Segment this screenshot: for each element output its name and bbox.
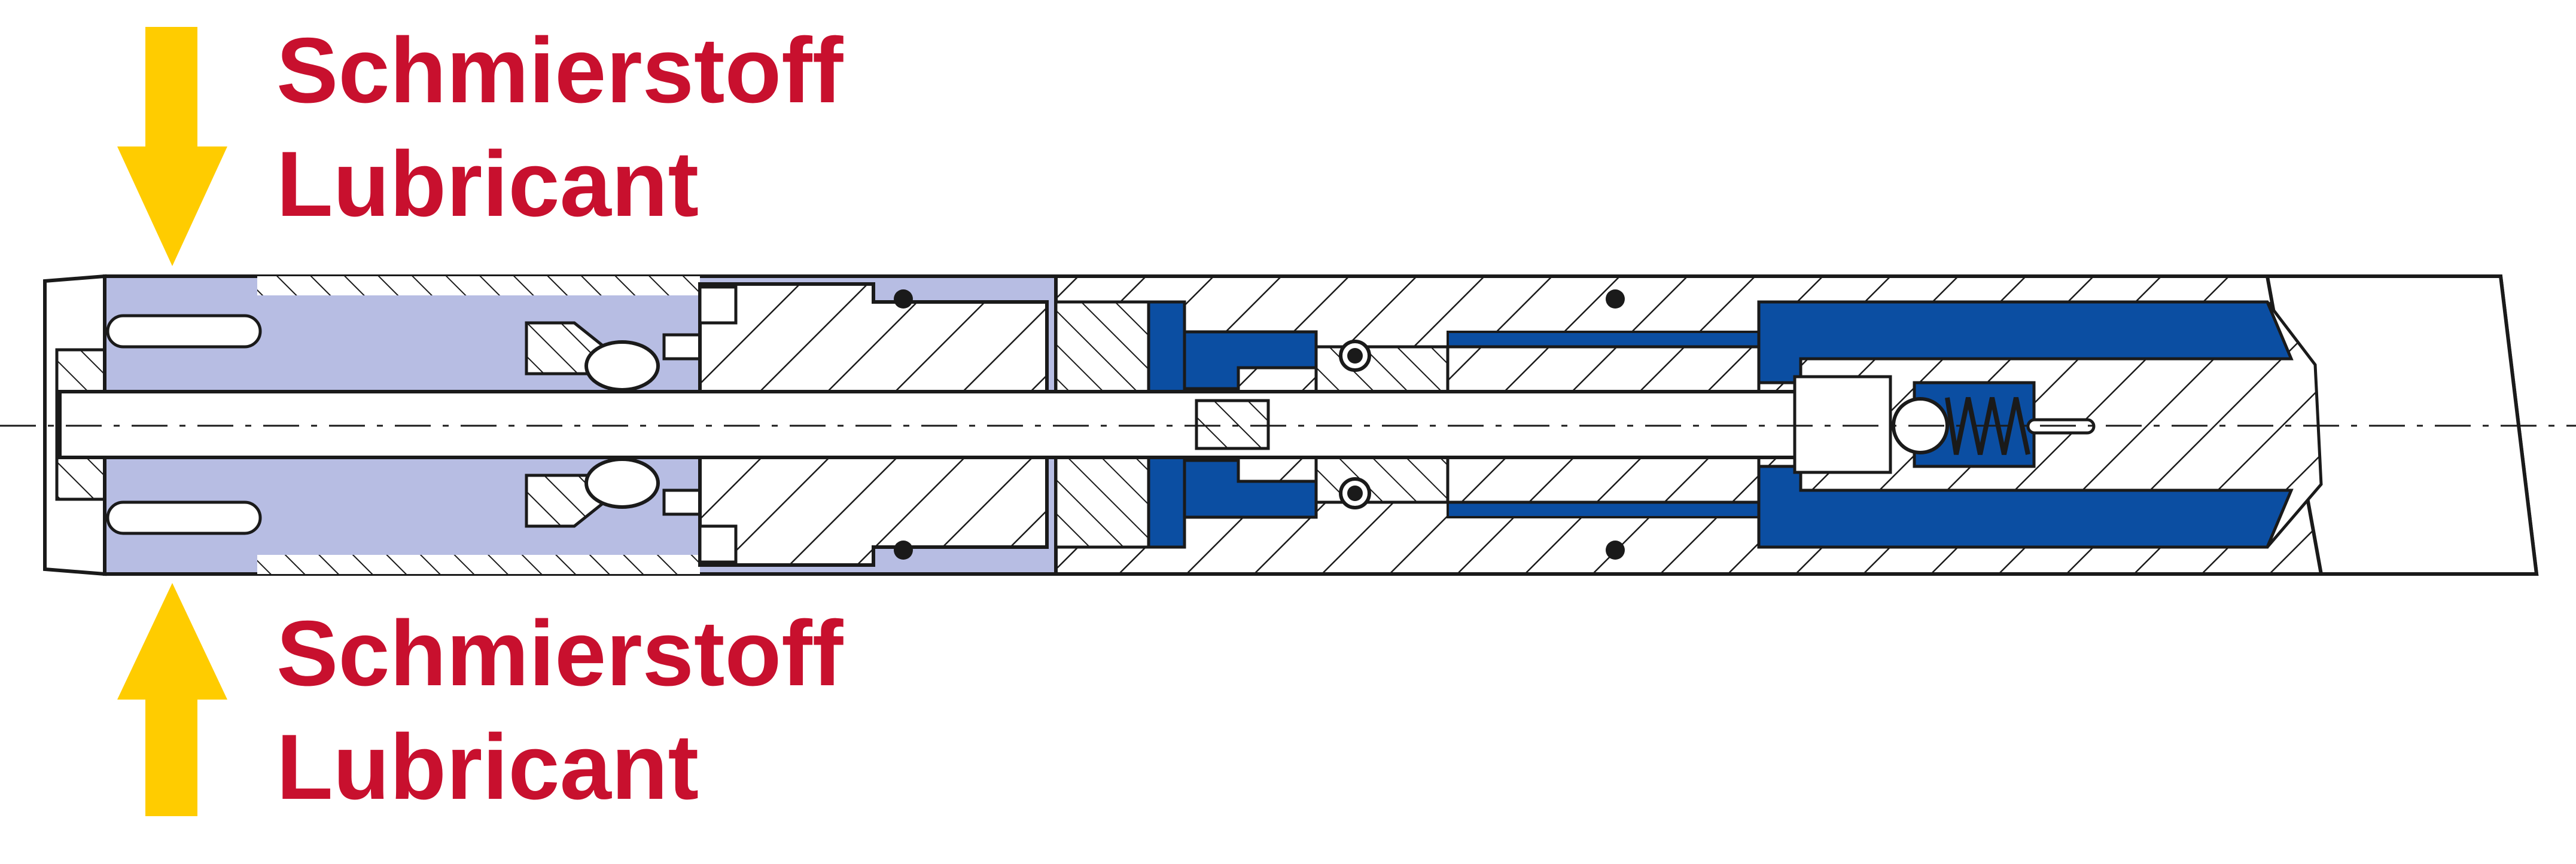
hydraulic-fluid (1147, 300, 2294, 549)
label-bottom-schmierstoff: Schmierstoff (276, 602, 844, 705)
arrow-up-icon (117, 583, 227, 816)
label-top-schmierstoff: Schmierstoff (276, 19, 844, 122)
plunger-rod (58, 375, 1892, 474)
arrow-down-icon (117, 27, 227, 266)
label-top-lubricant: Lubricant (276, 132, 699, 236)
label-bottom-lubricant: Lubricant (276, 715, 699, 819)
